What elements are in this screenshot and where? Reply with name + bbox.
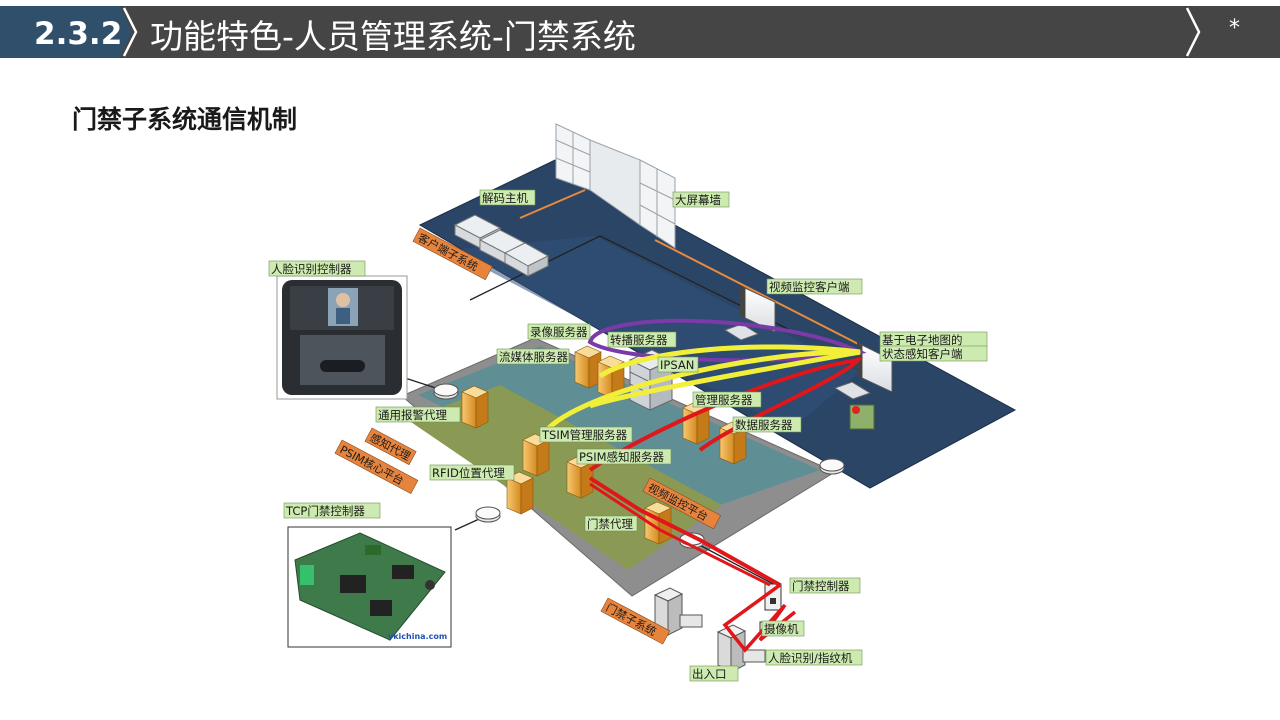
svg-text:TCP门禁控制器: TCP门禁控制器 — [285, 504, 365, 518]
svg-text:RFID位置代理: RFID位置代理 — [432, 466, 505, 480]
label-door-controller: 门禁控制器 — [789, 577, 861, 594]
server-icon — [574, 345, 602, 389]
label-door-agent: 门禁代理 — [584, 515, 638, 532]
label-entrance: 出入口 — [689, 665, 739, 682]
slide-header: 2.3.2 功能特色-人员管理系统-门禁系统 * — [0, 0, 1280, 60]
label-ipsan: IPSAN — [657, 356, 699, 373]
dark-link — [689, 539, 776, 586]
router — [819, 458, 845, 475]
section-number: 2.3.2 — [34, 16, 123, 52]
tcp-controller-photo: ykichina.com — [287, 526, 452, 648]
yellow-link — [543, 349, 861, 434]
svg-text:门禁控制器: 门禁控制器 — [792, 579, 850, 593]
label-db-server: 数据服务器 — [732, 416, 802, 433]
svg-text:出入口: 出入口 — [692, 667, 727, 681]
turnstile-1 — [653, 587, 703, 636]
label-alarm-agent: 通用报警代理 — [375, 406, 461, 423]
svg-text:PSIM感知服务器: PSIM感知服务器 — [579, 450, 665, 464]
svg-text:基于电子地图的: 基于电子地图的 — [882, 333, 963, 347]
router — [433, 383, 459, 400]
red-link — [588, 476, 781, 587]
svg-text:大屏幕墙: 大屏幕墙 — [675, 193, 721, 207]
label-face-controller-caption: 人脸识别控制器 — [268, 260, 366, 277]
label-stream-server: 流媒体服务器 — [496, 348, 570, 365]
corner-mark: * — [1229, 16, 1240, 41]
server-icon — [506, 471, 534, 515]
label-psim-sense: PSIM感知服务器 — [576, 448, 672, 465]
face-controller-photo — [276, 275, 408, 400]
label-face-finger: 人脸识别/指纹机 — [765, 649, 863, 666]
red-link — [588, 357, 864, 472]
label-video-wall: 大屏幕墙 — [672, 191, 730, 208]
svg-text:流媒体服务器: 流媒体服务器 — [499, 350, 568, 364]
svg-text:门禁子系统: 门禁子系统 — [604, 600, 659, 638]
svg-text:IPSAN: IPSAN — [660, 358, 694, 372]
diagram-subtitle: 门禁子系统通信机制 — [72, 105, 298, 134]
svg-text:状态感知客户端: 状态感知客户端 — [882, 347, 963, 361]
label-video-client: 视频监控客户端 — [766, 278, 863, 295]
svg-text:人脸识别/指纹机: 人脸识别/指纹机 — [768, 651, 853, 665]
page-title: 功能特色-人员管理系统-门禁系统 — [150, 17, 636, 56]
label-forward-server: 转播服务器 — [607, 331, 677, 348]
orange-link — [654, 239, 871, 351]
label-camera: 摄像机 — [761, 620, 805, 637]
svg-text:转播服务器: 转播服务器 — [610, 333, 668, 347]
svg-text:门禁代理: 门禁代理 — [587, 517, 633, 531]
servers-group — [461, 345, 747, 545]
orange-link — [519, 189, 586, 219]
svg-text:人脸识别控制器: 人脸识别控制器 — [271, 262, 352, 276]
svg-text:解码主机: 解码主机 — [482, 191, 528, 205]
header-background — [0, 6, 1280, 58]
board-watermark: ykichina.com — [388, 632, 447, 641]
label-record-server: 录像服务器 — [527, 323, 591, 340]
svg-text:摄像机: 摄像机 — [764, 622, 799, 636]
core-plate — [408, 385, 722, 570]
svg-text:数据服务器: 数据服务器 — [735, 418, 793, 432]
server-icon — [461, 385, 489, 429]
svg-text:管理服务器: 管理服务器 — [695, 393, 753, 407]
red-link — [589, 482, 771, 587]
label-rfid-agent: RFID位置代理 — [429, 464, 515, 481]
decoder-hosts — [453, 214, 550, 277]
middle-plate — [418, 346, 820, 505]
router — [475, 506, 501, 523]
label-mgmt-server: 管理服务器 — [692, 391, 762, 408]
svg-text:TSIM管理服务器: TSIM管理服务器 — [541, 428, 628, 442]
label-map-client-1: 基于电子地图的 — [879, 331, 988, 348]
server-icon — [522, 433, 550, 477]
label-map-client-2: 状态感知客户端 — [879, 345, 988, 362]
svg-text:通用报警代理: 通用报警代理 — [378, 408, 447, 422]
label-tsim-mgmt: TSIM管理服务器 — [539, 426, 633, 443]
svg-text:录像服务器: 录像服务器 — [530, 325, 588, 339]
label-tcp-controller-caption: TCP门禁控制器 — [283, 502, 381, 519]
svg-text:视频监控客户端: 视频监控客户端 — [769, 280, 850, 294]
red-link — [722, 583, 797, 653]
turnstile-2 — [716, 624, 766, 673]
label-decoder-host: 解码主机 — [479, 189, 536, 206]
video-client-monitor — [723, 285, 776, 341]
video-wall — [555, 123, 676, 249]
